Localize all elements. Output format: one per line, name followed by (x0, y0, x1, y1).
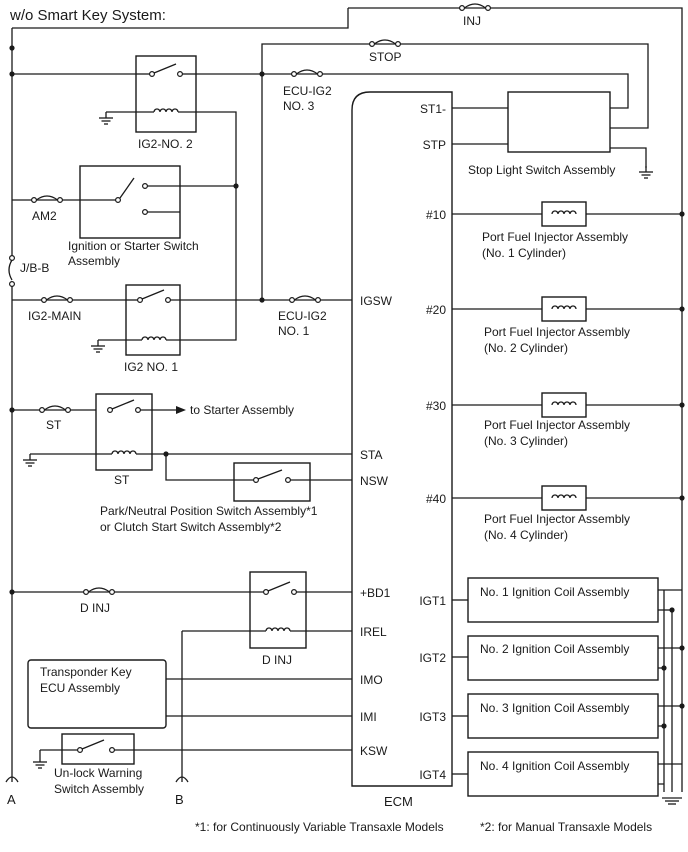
ignition-coil-2-label: No. 2 Ignition Coil Assembly (480, 642, 629, 656)
st-relay-label: ST (114, 473, 130, 487)
ecm-box (351, 91, 453, 787)
ecu-ig2-no1-label-2: NO. 1 (278, 324, 310, 338)
park-neutral-switch (233, 462, 311, 502)
ignition-coil-4 (452, 751, 682, 797)
injector-2 (452, 296, 685, 322)
st-fuse-label: ST (46, 418, 62, 432)
pin-sta: STA (360, 448, 382, 462)
ecu-ig2-no3-label-2: NO. 3 (283, 99, 315, 113)
transponder-label-2: ECU Assembly (40, 681, 120, 695)
ecu-ig2-no3-fuse (290, 69, 324, 78)
injector-3-label-1: Port Fuel Injector Assembly (484, 418, 630, 432)
injector-2-label-2: (No. 2 Cylinder) (484, 341, 568, 355)
ecm-label: ECM (384, 794, 413, 809)
am2-label: AM2 (32, 209, 57, 223)
ignition-coil-4-label: No. 4 Ignition Coil Assembly (480, 759, 629, 773)
pin-ksw: KSW (360, 744, 388, 758)
d-inj-relay (249, 571, 307, 649)
ignition-coil-2 (452, 635, 682, 681)
pin-imo: IMO (360, 673, 383, 687)
pin-stp: STP (423, 138, 446, 152)
inj-feed-wire (12, 8, 349, 29)
ecu-ig2-no1-fuse (288, 295, 322, 304)
stop-light-switch (507, 91, 611, 153)
ecu-ig2-no3-wire (262, 73, 629, 109)
coil-ground (661, 797, 683, 805)
ignition-coil-1 (452, 577, 675, 623)
ignition-coil-3 (452, 693, 682, 739)
injector-2-label-1: Port Fuel Injector Assembly (484, 325, 630, 339)
injector-4 (452, 485, 685, 511)
jb-label: J/B-B (20, 261, 49, 275)
injector-3 (452, 392, 685, 418)
pin-nsw: NSW (360, 474, 389, 488)
pin-bd1: +BD1 (360, 586, 391, 600)
end-b-label: B (175, 792, 184, 807)
to-starter-arrow (176, 406, 186, 414)
park-neutral-label-1: Park/Neutral Position Switch Assembly*1 (100, 504, 318, 518)
ignition-coil-3-label: No. 3 Ignition Coil Assembly (480, 701, 629, 715)
ignition-coil-1-label: No. 1 Ignition Coil Assembly (480, 585, 629, 599)
ig2-main-fuse (40, 295, 74, 304)
injector-4-label-1: Port Fuel Injector Assembly (484, 512, 630, 526)
footnote-2: *2: for Manual Transaxle Models (480, 820, 652, 834)
d-inj-fuse-label: D INJ (80, 601, 110, 615)
stop-light-label: Stop Light Switch Assembly (468, 163, 615, 177)
pin-irel: IREL (360, 625, 387, 639)
st-relay (95, 393, 153, 471)
stop-fuse-label: STOP (369, 50, 401, 64)
ignition-switch-label-2: Assembly (68, 254, 120, 268)
injector-4-label-2: (No. 4 Cylinder) (484, 528, 568, 542)
st-ground (22, 453, 38, 467)
ig2-no2-label: IG2-NO. 2 (138, 137, 193, 151)
pin-40: #40 (426, 492, 446, 506)
unlock-ground (32, 755, 48, 769)
injector-1-label-2: (No. 1 Cylinder) (482, 246, 566, 260)
pin-10: #10 (426, 208, 446, 222)
d-inj-relay-label: D INJ (262, 653, 292, 667)
footnote-1: *1: for Continuously Variable Transaxle … (195, 820, 444, 834)
ignition-switch (79, 165, 181, 239)
inj-fuse-label: INJ (463, 14, 481, 28)
pin-st1: ST1- (420, 102, 446, 116)
am2-fuse (30, 195, 64, 204)
pin-imi: IMI (360, 710, 377, 724)
transponder-ecu (27, 659, 167, 729)
st-fuse (38, 405, 72, 414)
end-a-label: A (7, 792, 16, 807)
pin-20: #20 (426, 303, 446, 317)
stop-fuse (368, 39, 402, 48)
park-neutral-label-2: or Clutch Start Switch Assembly*2 (100, 520, 282, 534)
injector-1-label-1: Port Fuel Injector Assembly (482, 230, 628, 244)
pin-igt2: IGT2 (419, 651, 446, 665)
pin-igsw: IGSW (360, 294, 393, 308)
diagram-title: w/o Smart Key System: (9, 7, 166, 24)
pin-igt4: IGT4 (419, 768, 446, 782)
ecu-ig2-no3-label-1: ECU-IG2 (283, 84, 332, 98)
ig2-no2-ground (98, 111, 114, 125)
ig2-no1-ground (90, 339, 106, 353)
injector-1 (452, 201, 685, 227)
ignition-switch-label-1: Ignition or Starter Switch (68, 239, 199, 253)
stop-light-ground (638, 165, 654, 179)
pin-igt1: IGT1 (419, 594, 446, 608)
ig2-no1-label: IG2 NO. 1 (124, 360, 178, 374)
unlock-warning-switch (61, 733, 135, 765)
unlock-label-1: Un-lock Warning (54, 766, 142, 780)
ecu-ig2-no1-label-1: ECU-IG2 (278, 309, 327, 323)
to-starter-label: to Starter Assembly (190, 403, 294, 417)
stop-wire (261, 43, 649, 129)
inj-fuse (458, 3, 492, 12)
ig2-no1-relay (125, 284, 181, 356)
transponder-label-1: Transponder Key (40, 665, 132, 679)
pin-igt3: IGT3 (419, 710, 446, 724)
d-inj-fuse (82, 587, 116, 596)
unlock-label-2: Switch Assembly (54, 782, 144, 796)
injector-3-label-2: (No. 3 Cylinder) (484, 434, 568, 448)
ig2-main-label: IG2-MAIN (28, 309, 81, 323)
pin-30: #30 (426, 399, 446, 413)
ig2-coil-wire (180, 111, 237, 341)
